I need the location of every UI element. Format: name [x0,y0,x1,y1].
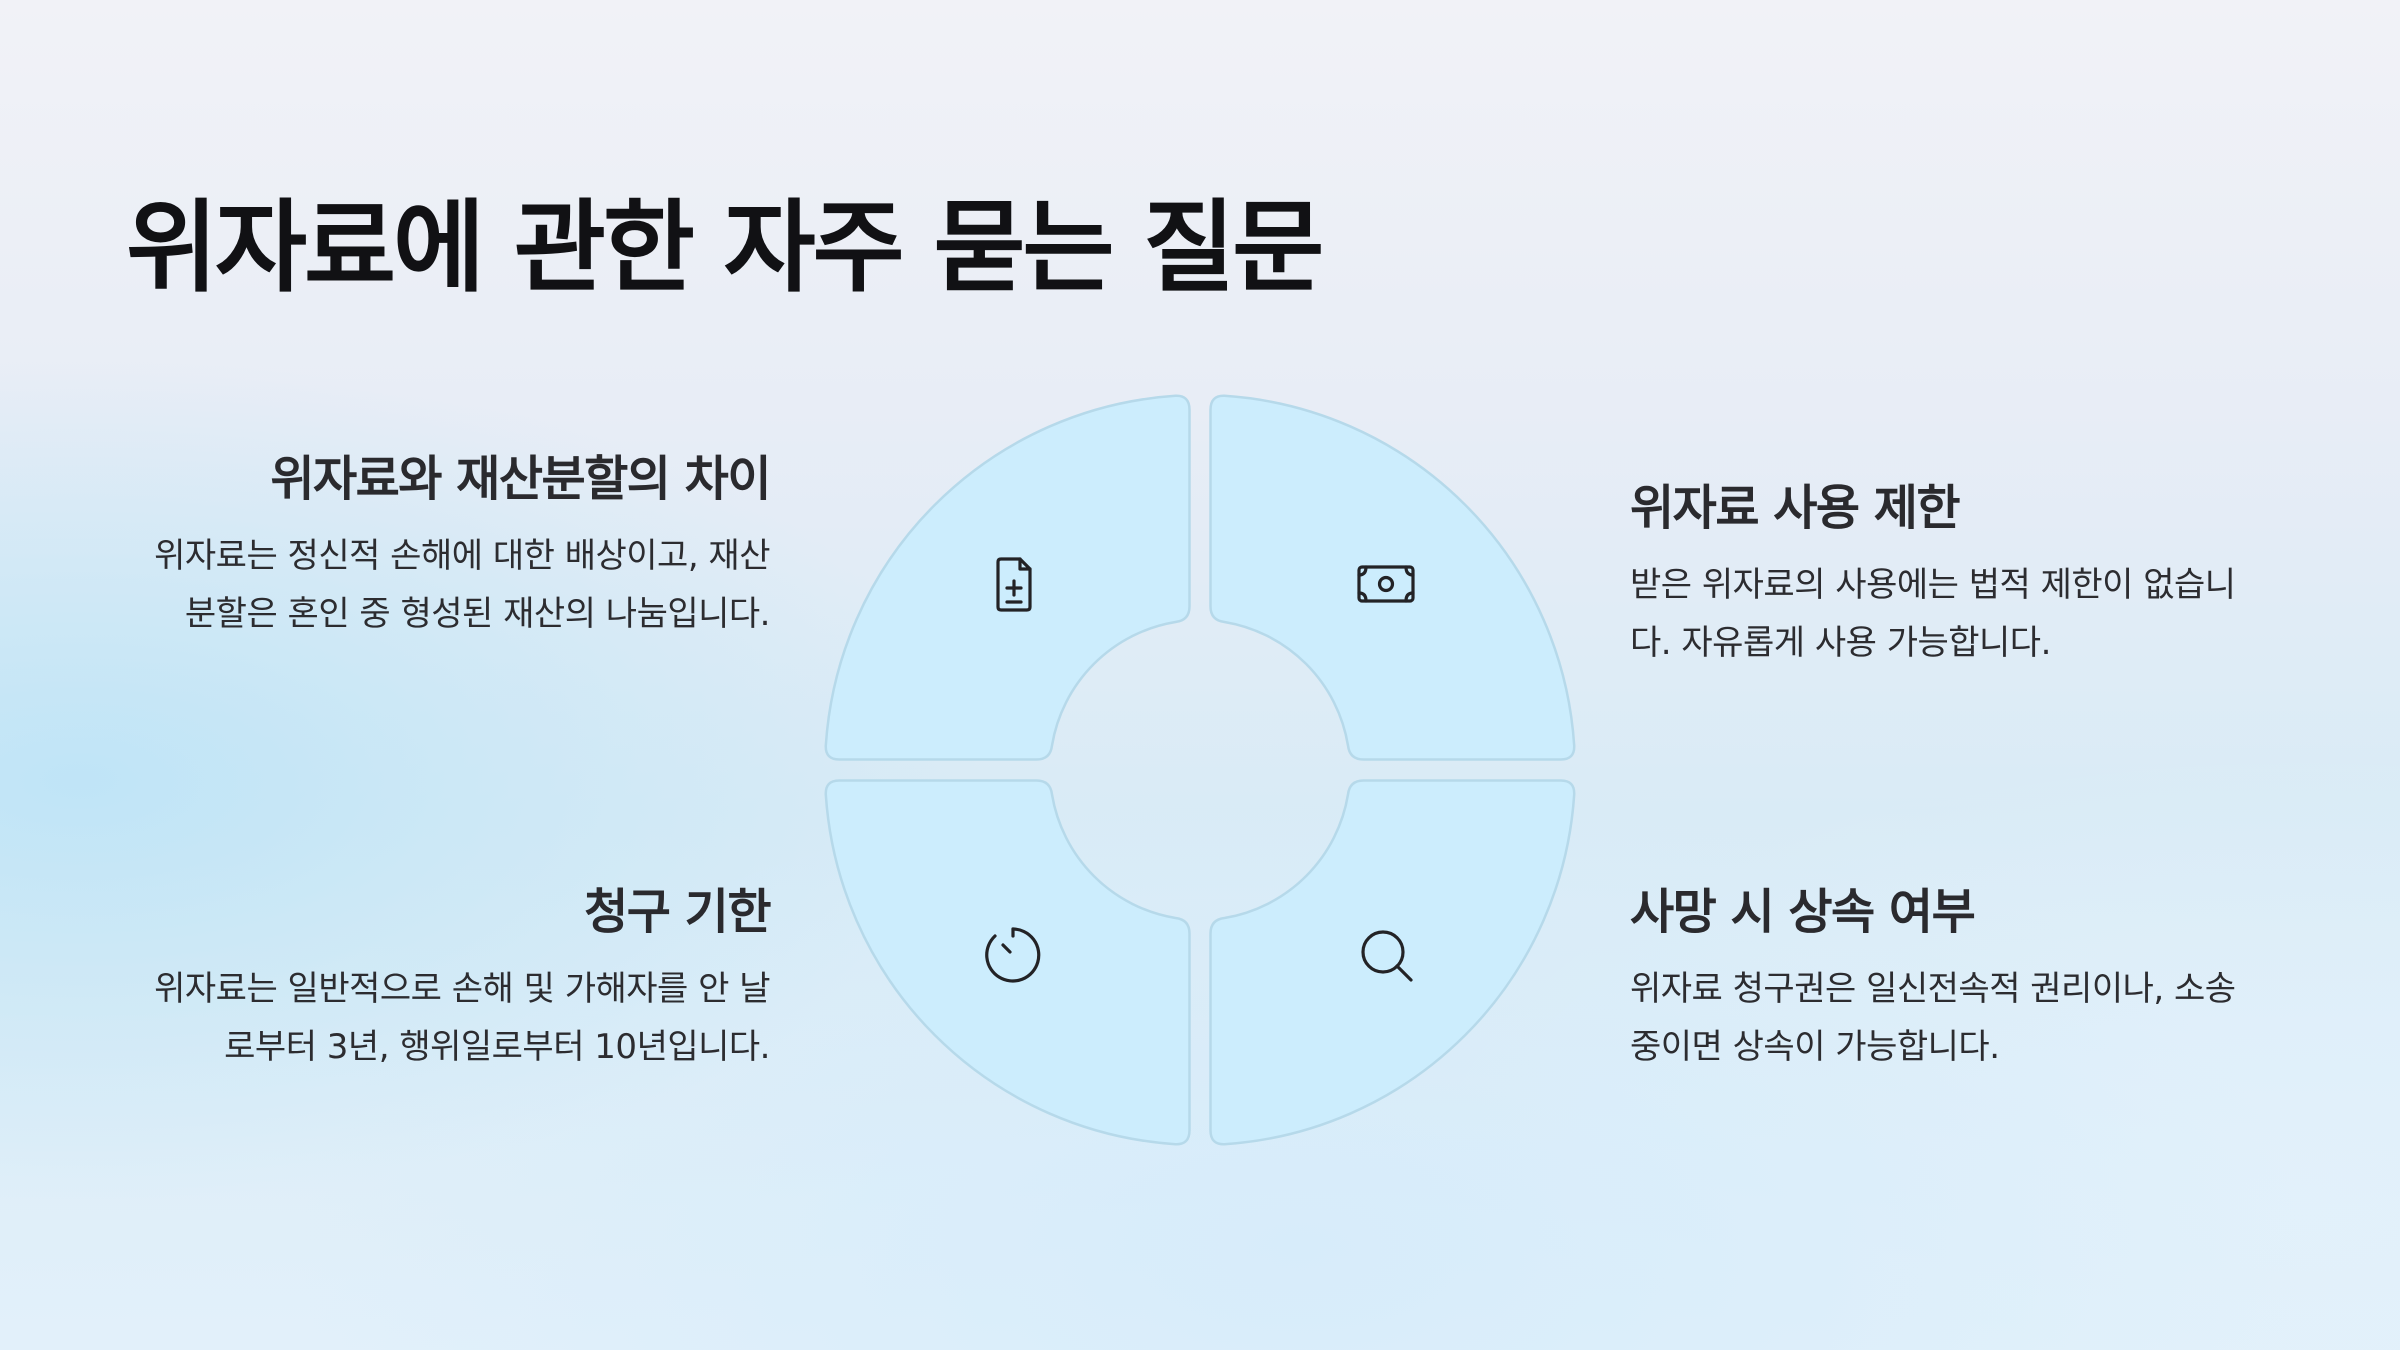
faq-body: 위자료 청구권은 일신전속적 권리이나, 소송 중이면 상속이 가능합니다. [1630,969,2236,1067]
faq-body: 받은 위자료의 사용에는 법적 제한이 없습니다. 자유롭게 사용 가능합니다. [1630,565,2236,663]
segment-top-left[interactable] [824,394,1191,761]
faq-heading: 사망 시 상속 여부 [1630,884,1976,940]
document-plus-minus-icon [985,554,1045,614]
faq-body: 위자료는 정신적 손해에 대한 배상이고, 재산분할은 혼인 중 형성된 재산의… [154,536,770,634]
segment-bottom-right[interactable] [1209,779,1576,1146]
faq-item-alimony-vs-property-division: 위자료와 재산분할의 차이 위자료는 정신적 손해에 대한 배상이고, 재산분할… [130,447,771,643]
faq-heading: 위자료와 재산분할의 차이 [270,451,771,507]
segment-top-right[interactable] [1209,394,1576,761]
faq-body: 위자료는 일반적으로 손해 및 가해자를 안 날로부터 3년, 행위일로부터 1… [154,969,770,1067]
segment-bottom-left[interactable] [824,779,1191,1146]
faq-item-usage-restriction: 위자료 사용 제한 받은 위자료의 사용에는 법적 제한이 없습니다. 자유롭게… [1630,476,2270,672]
money-banknote-icon [1356,554,1416,614]
timer-icon [983,925,1043,985]
faq-item-claim-deadline: 청구 기한 위자료는 일반적으로 손해 및 가해자를 안 날로부터 3년, 행위… [130,880,771,1076]
page-title: 위자료에 관한 자주 묻는 질문 [126,189,1324,306]
faq-heading: 청구 기한 [584,884,771,940]
search-icon [1356,925,1416,985]
faq-item-inheritance-on-death: 사망 시 상속 여부 위자료 청구권은 일신전속적 권리이나, 소송 중이면 상… [1630,880,2270,1076]
faq-heading: 위자료 사용 제한 [1630,480,1961,536]
